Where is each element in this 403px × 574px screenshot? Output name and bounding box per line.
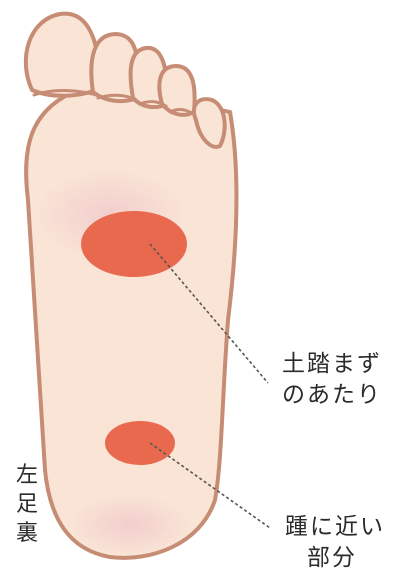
big-toe	[26, 14, 100, 96]
fourth-toe	[159, 66, 194, 115]
ball-area-marker	[81, 211, 187, 277]
heel-shading	[70, 495, 190, 555]
ball-label-line-1: 土踏まず	[282, 349, 382, 380]
heel-label-line-2: 部分	[285, 543, 385, 574]
foot-sole	[26, 89, 236, 558]
heel-area-label: 踵に近い 部分	[285, 512, 385, 574]
side-label-char: 裏	[14, 519, 40, 548]
side-label-char: 左	[14, 461, 40, 490]
ball-area-label: 土踏まず のあたり	[282, 349, 382, 411]
ball-label-line-2: のあたり	[282, 380, 382, 411]
heel-area-marker	[105, 421, 175, 465]
side-label-char: 足	[14, 490, 40, 519]
heel-label-line-1: 踵に近い	[285, 512, 385, 543]
left-foot-sole-label: 左 足 裏	[14, 461, 40, 548]
